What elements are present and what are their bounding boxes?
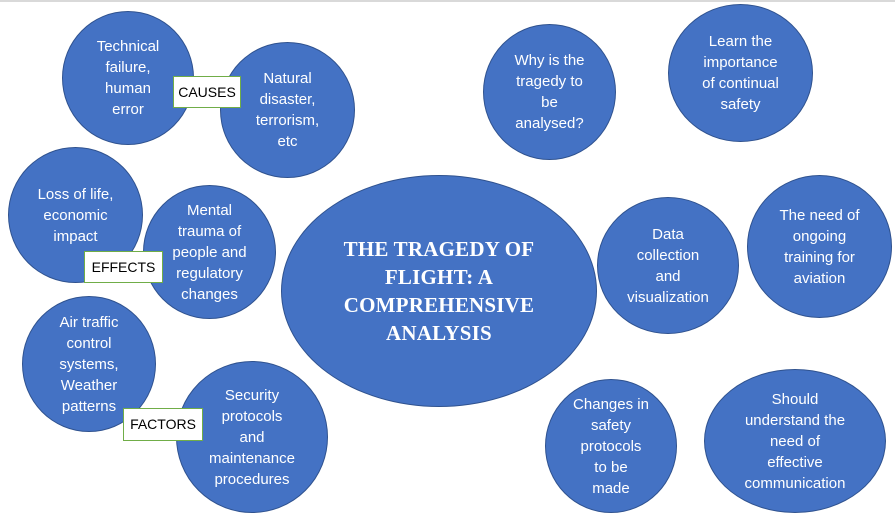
central-topic: THE TRAGEDY OF FLIGHT: A COMPREHENSIVE A…: [281, 175, 597, 407]
bubble-text: Technical failure, human error: [96, 38, 160, 118]
bubble-text: Natural disaster, terrorism, etc: [255, 70, 320, 150]
top-border: [0, 0, 895, 2]
bubble-text: Air traffic control systems, Weather pat…: [59, 313, 119, 415]
bubble-technical-failure: Technical failure, human error: [62, 11, 194, 145]
factors-label: FACTORS: [123, 408, 203, 441]
bubble-text: Learn the importance of continual safety: [702, 33, 779, 113]
bubble-ongoing-training: The need of ongoing training for aviatio…: [747, 175, 892, 318]
bubble-effective-communication: Should understand the need of effective …: [704, 369, 886, 513]
bubble-air-traffic-control: Air traffic control systems, Weather pat…: [22, 296, 156, 432]
bubble-text: Mental trauma of people and regulatory c…: [172, 201, 247, 303]
causes-label: CAUSES: [173, 76, 241, 108]
bubble-data-collection: Data collection and visualization: [597, 197, 739, 334]
bubble-why-analysed: Why is the tragedy to be analysed?: [483, 24, 616, 160]
bubble-text: The need of ongoing training for aviatio…: [779, 206, 860, 287]
bubble-text: Loss of life, economic impact: [37, 185, 114, 245]
bubble-text: Changes in safety protocols to be made: [573, 395, 649, 497]
bubble-natural-disaster: Natural disaster, terrorism, etc: [220, 42, 355, 178]
bubble-changes-safety: Changes in safety protocols to be made: [545, 379, 677, 513]
bubble-text: Why is the tragedy to be analysed?: [514, 52, 585, 132]
bubble-mental-trauma: Mental trauma of people and regulatory c…: [143, 185, 276, 319]
central-topic-text: THE TRAGEDY OF FLIGHT: A COMPREHENSIVE A…: [343, 237, 535, 345]
effects-label: EFFECTS: [84, 251, 163, 283]
bubble-text: Security protocols and maintenance proce…: [209, 386, 295, 488]
bubble-text: Should understand the need of effective …: [744, 390, 846, 492]
bubble-text: Data collection and visualization: [627, 225, 709, 306]
bubble-learn-importance: Learn the importance of continual safety: [668, 4, 813, 142]
